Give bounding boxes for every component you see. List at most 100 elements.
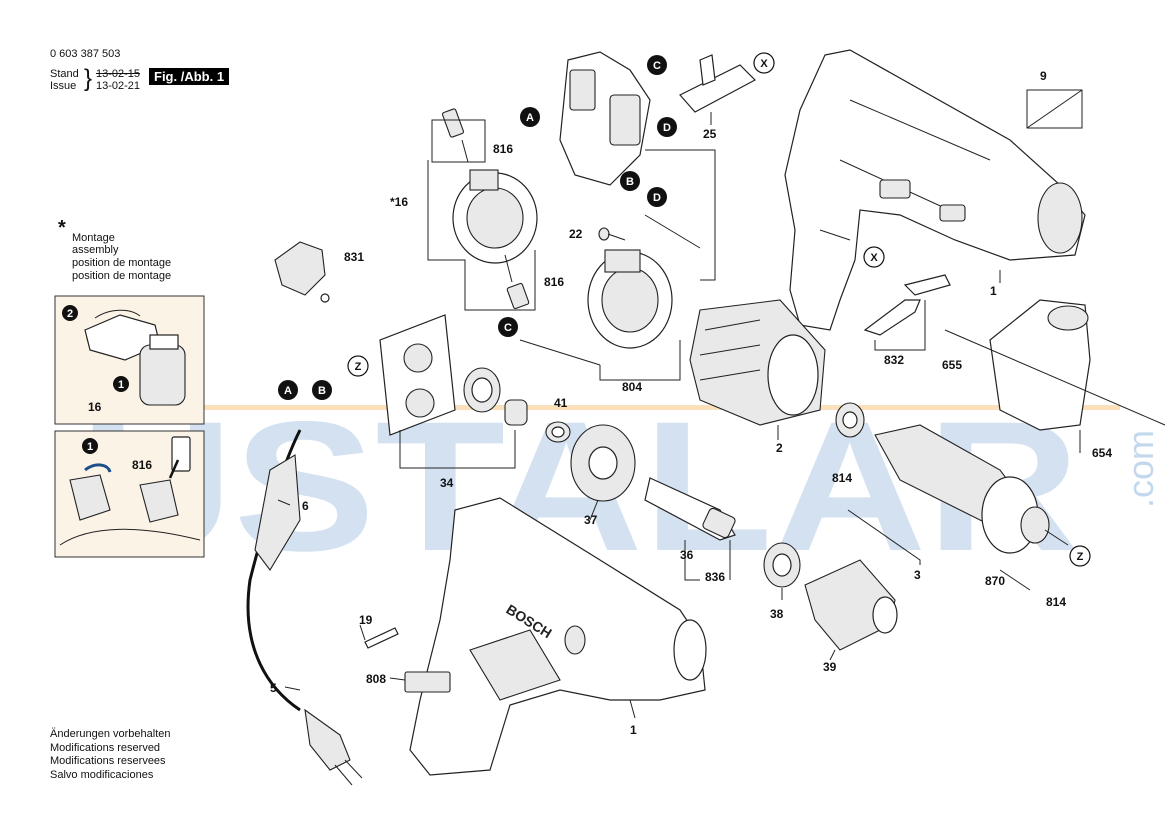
part-label: 19 bbox=[359, 613, 373, 627]
svg-text:B: B bbox=[318, 385, 326, 397]
screw-19 bbox=[364, 627, 399, 649]
footer-line: Salvo modificaciones bbox=[50, 768, 154, 781]
part-label: 25 bbox=[703, 127, 717, 141]
spindle-36 bbox=[644, 477, 736, 541]
bracket-816-top bbox=[431, 119, 486, 163]
armature-3 bbox=[874, 424, 1069, 554]
footer-notes: Änderungen vorbehalten Modifications res… bbox=[50, 728, 170, 782]
callout-a-top: A bbox=[520, 107, 540, 127]
svg-text:Z: Z bbox=[1077, 551, 1084, 563]
switch-module bbox=[559, 51, 651, 186]
part-label: 814 bbox=[1046, 595, 1066, 609]
part-label: 3 bbox=[914, 568, 921, 582]
svg-text:X: X bbox=[760, 58, 768, 70]
part-label: 804 bbox=[622, 380, 642, 394]
part-label: 654 bbox=[1092, 446, 1112, 460]
callout-d-top: D bbox=[657, 117, 677, 137]
footer-line: Modifications reserved bbox=[50, 741, 161, 754]
svg-text:2: 2 bbox=[67, 308, 73, 320]
brush-holder-2 bbox=[587, 249, 673, 349]
part-label: 1 bbox=[990, 284, 997, 298]
stator-2 bbox=[689, 299, 826, 426]
gear-37 bbox=[570, 424, 636, 502]
part-label: 9 bbox=[1040, 69, 1047, 83]
chuck-39 bbox=[804, 559, 898, 651]
part-label: 38 bbox=[770, 607, 784, 621]
bracket-804 bbox=[599, 149, 716, 381]
part-label: 870 bbox=[985, 574, 1005, 588]
part-number: 0 603 387 503 bbox=[50, 48, 121, 60]
part-label: 808 bbox=[366, 672, 386, 686]
part-label: 1 bbox=[630, 723, 637, 737]
part-label: 6 bbox=[302, 499, 309, 513]
wire-c bbox=[519, 339, 601, 366]
inset-assembly-2 bbox=[54, 430, 205, 558]
inset-assembly-1 bbox=[54, 295, 205, 425]
svg-text:1: 1 bbox=[87, 441, 93, 453]
part-label: *16 bbox=[390, 195, 408, 209]
aux-handle bbox=[944, 299, 1166, 431]
svg-text:B: B bbox=[626, 176, 634, 188]
callout-z-left: Z bbox=[347, 355, 369, 377]
callout-b-cable: B bbox=[312, 380, 332, 400]
brush-holder-1 bbox=[452, 169, 538, 264]
callout-z-right: Z bbox=[1069, 545, 1091, 567]
part-label: 816 bbox=[544, 275, 564, 289]
svg-text:Z: Z bbox=[355, 361, 362, 373]
montage-line-1: Montage bbox=[72, 232, 115, 244]
part-label: 22 bbox=[569, 227, 583, 241]
callout-c-top: C bbox=[647, 55, 667, 75]
part-label: 2 bbox=[776, 441, 783, 455]
part-label: 655 bbox=[942, 358, 962, 372]
stand-label: Stand bbox=[50, 68, 79, 80]
part-label: 37 bbox=[584, 513, 598, 527]
bracket-832 bbox=[874, 300, 926, 351]
montage-asterisk: * bbox=[58, 217, 66, 239]
drill-body bbox=[404, 497, 707, 776]
part-label: 16 bbox=[88, 400, 102, 414]
svg-text:A: A bbox=[284, 385, 292, 397]
part-label: 36 bbox=[680, 548, 694, 562]
montage-line-4: position de montage bbox=[72, 270, 172, 282]
inset-callout-2: 2 bbox=[62, 305, 78, 321]
part-label: 836 bbox=[705, 570, 725, 584]
montage-line-3: position de montage bbox=[72, 257, 172, 269]
svg-text:D: D bbox=[653, 192, 661, 204]
part-label: 41 bbox=[554, 396, 568, 410]
svg-text:A: A bbox=[526, 112, 534, 124]
housing-half bbox=[784, 49, 1086, 331]
svg-text:1: 1 bbox=[118, 379, 124, 391]
spring-41 bbox=[545, 421, 571, 443]
part-label: 831 bbox=[344, 250, 364, 264]
figure-label: Fig. /Abb. 1 bbox=[149, 68, 230, 85]
brace: } bbox=[84, 65, 93, 92]
callout-x-top: X bbox=[753, 52, 775, 74]
part-label: 816 bbox=[132, 458, 152, 472]
bracket-836 bbox=[684, 540, 731, 581]
mount-plate bbox=[379, 314, 456, 436]
carbon-brush-bottom bbox=[504, 254, 530, 310]
bearing-34 bbox=[463, 367, 528, 426]
part-label: 814 bbox=[832, 471, 852, 485]
svg-text:C: C bbox=[653, 60, 661, 72]
svg-text:X: X bbox=[870, 252, 878, 264]
bracket-16 bbox=[427, 160, 536, 311]
callout-x-mid: X bbox=[863, 246, 885, 268]
bearing-814-left bbox=[835, 402, 865, 438]
callout-d-mid: D bbox=[647, 187, 667, 207]
inset-callout-1b: 1 bbox=[82, 438, 98, 454]
cap-831 bbox=[274, 241, 330, 303]
svg-text:D: D bbox=[663, 122, 671, 134]
clip-part-25 bbox=[679, 54, 756, 113]
part-label: 816 bbox=[493, 142, 513, 156]
footer-line: Änderungen vorbehalten bbox=[50, 728, 171, 740]
part-label: 832 bbox=[884, 353, 904, 367]
inset-callout-1a: 1 bbox=[113, 376, 129, 392]
stand-date: 13-02-15 bbox=[96, 68, 141, 80]
part-label: 5 bbox=[270, 681, 277, 695]
footer-line: Modifications reservees bbox=[50, 755, 166, 767]
callout-c-mid: C bbox=[498, 317, 518, 337]
carbon-brush-top bbox=[441, 108, 469, 163]
bracket-34 bbox=[399, 430, 516, 469]
